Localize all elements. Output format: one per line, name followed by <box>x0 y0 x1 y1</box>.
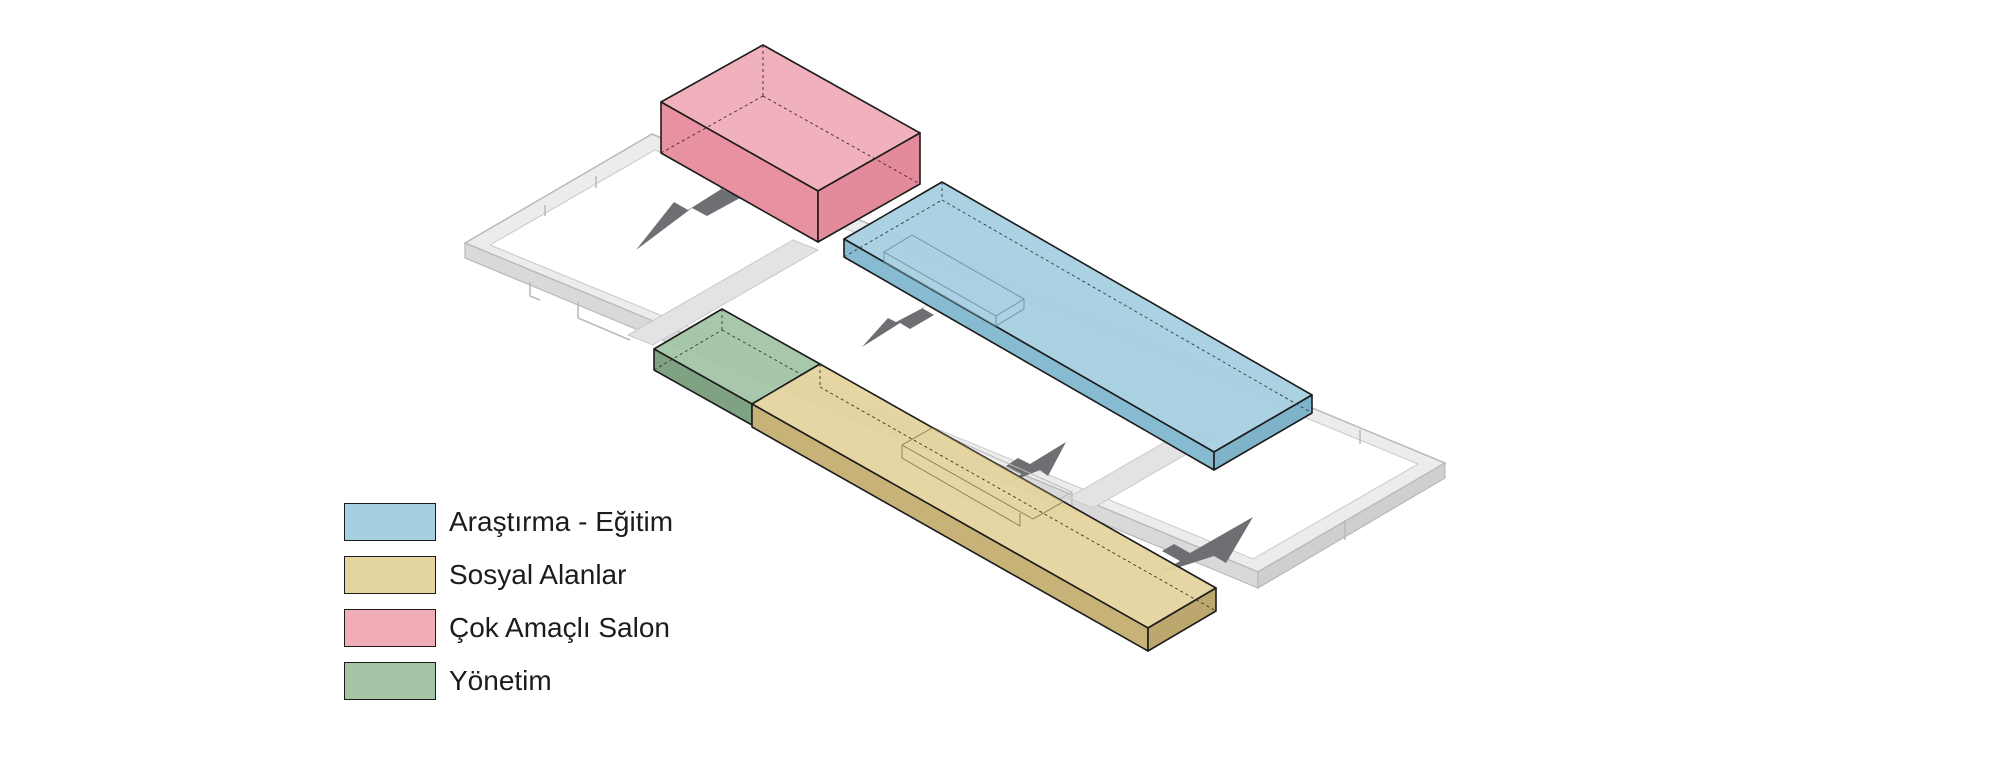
legend-label: Yönetim <box>449 665 552 696</box>
arrow-icon <box>1158 517 1253 574</box>
arrow-icon <box>1000 442 1066 486</box>
legend-item-administration: Yönetim <box>344 660 764 702</box>
legend-swatch <box>344 609 436 647</box>
zone-research-education <box>843 181 1313 471</box>
arrow-icon <box>862 300 938 347</box>
legend-item-research-education: Araştırma - Eğitim <box>344 501 764 543</box>
legend-item-social-areas: Sosyal Alanlar <box>344 554 764 596</box>
legend-label: Araştırma - Eğitim <box>449 506 674 537</box>
zone-social-areas <box>751 363 1217 652</box>
legend-swatch <box>344 556 436 594</box>
legend-swatch <box>344 662 436 700</box>
legend-item-multipurpose-hall: Çok Amaçlı Salon <box>344 607 764 649</box>
legend: Araştırma - Eğitim Sosyal Alanlar Çok Am… <box>344 501 764 713</box>
legend-swatch <box>344 503 436 541</box>
legend-label: Sosyal Alanlar <box>449 559 627 590</box>
legend-label: Çok Amaçlı Salon <box>449 612 670 643</box>
circulation-arrows <box>636 176 1253 574</box>
arrow-icon <box>636 176 742 250</box>
zone-multipurpose-hall <box>660 44 921 243</box>
